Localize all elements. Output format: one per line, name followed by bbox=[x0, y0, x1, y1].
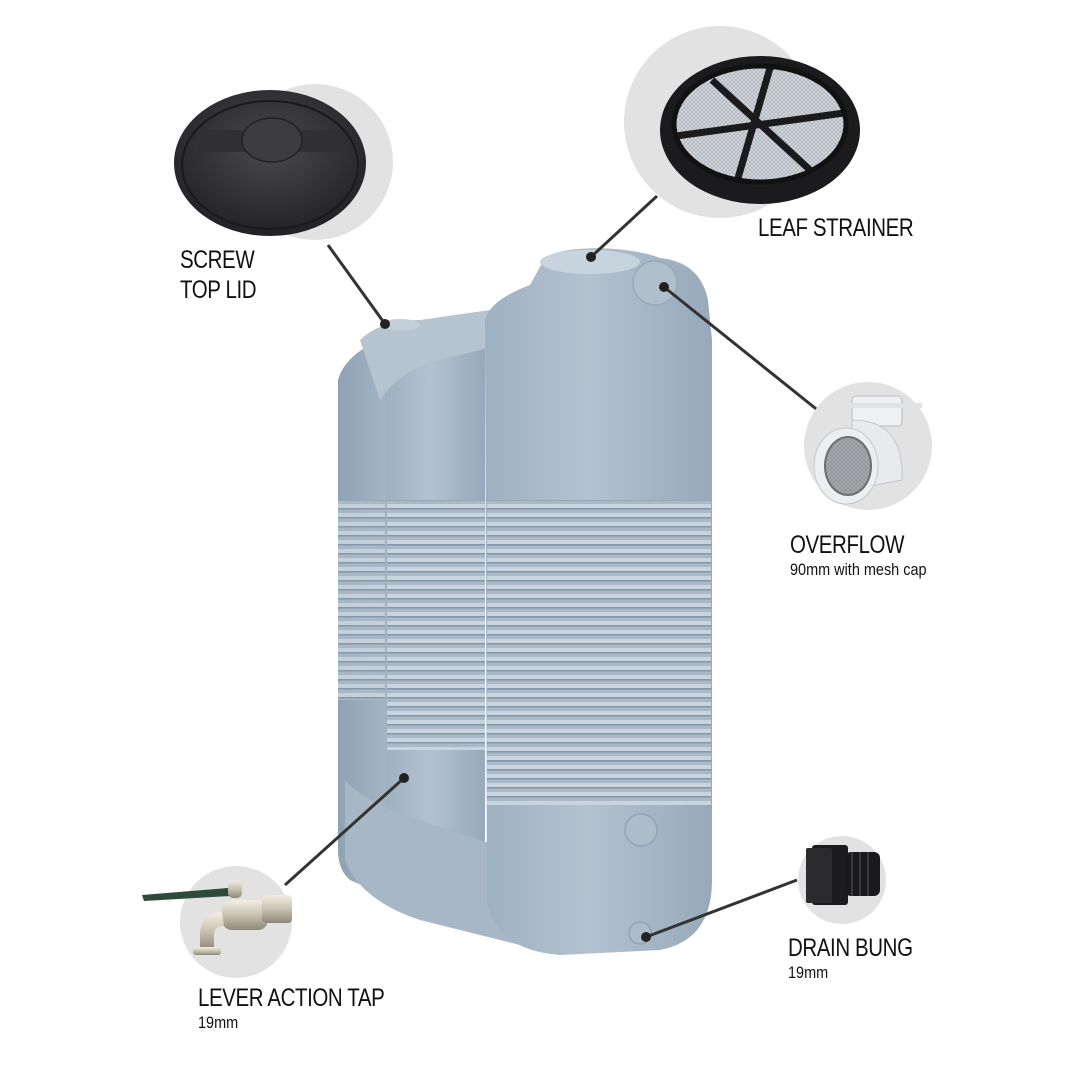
callout-title: LEAF STRAINER bbox=[758, 214, 914, 242]
drain-bung-image bbox=[798, 836, 886, 924]
callout-title: SCREW bbox=[180, 246, 255, 274]
callout-title: LEVER ACTION TAP bbox=[198, 984, 385, 1012]
connector-lines bbox=[283, 194, 821, 939]
water-tank bbox=[338, 248, 712, 955]
connector-overflow bbox=[663, 285, 821, 414]
callout-screw-top-lid: SCREW TOP LID bbox=[180, 245, 273, 305]
callout-title: TOP LID bbox=[180, 276, 257, 304]
lever-action-tap-image bbox=[142, 866, 292, 978]
callout-subtitle: 90mm with mesh cap bbox=[790, 560, 927, 579]
connector-lever-action-tap bbox=[283, 776, 406, 887]
callout-drain-bung: DRAIN BUNG 19mm bbox=[788, 933, 940, 983]
callout-subtitle: 19mm bbox=[788, 963, 829, 982]
leaf-strainer-image bbox=[624, 26, 860, 218]
overflow-fitting-image bbox=[804, 382, 932, 510]
callout-leaf-strainer: LEAF STRAINER bbox=[758, 213, 947, 243]
connector-drain-bung bbox=[645, 878, 798, 939]
callout-subtitle: 19mm bbox=[198, 1013, 239, 1032]
callout-overflow: OVERFLOW 90mm with mesh cap bbox=[790, 530, 951, 580]
connector-leaf-strainer bbox=[589, 194, 659, 259]
screw-top-lid-image bbox=[174, 84, 393, 240]
connector-screw-top-lid bbox=[326, 244, 387, 325]
callout-title: OVERFLOW bbox=[790, 531, 905, 559]
connector-dots bbox=[380, 252, 669, 942]
callout-title: DRAIN BUNG bbox=[788, 934, 913, 962]
callout-lever-action-tap: LEVER ACTION TAP 19mm bbox=[198, 983, 425, 1033]
